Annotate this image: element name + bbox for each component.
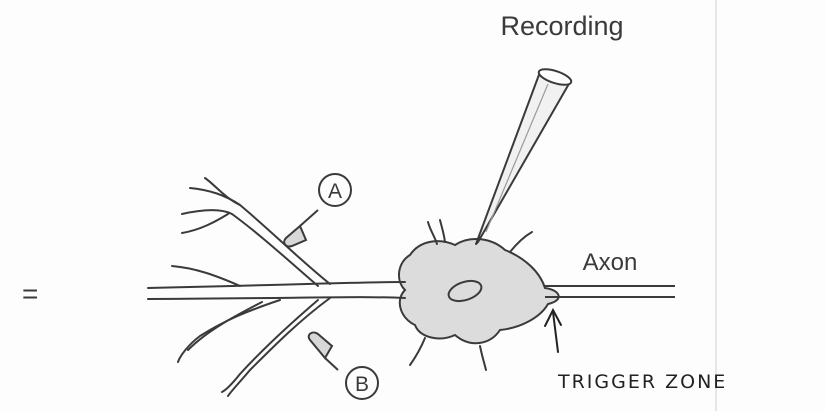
synapse-b-label: B bbox=[355, 373, 369, 396]
recording-electrode bbox=[476, 66, 573, 244]
equals-sign: = bbox=[22, 278, 38, 309]
trigger-zone-arrow bbox=[545, 310, 561, 352]
axon-label: Axon bbox=[583, 249, 638, 276]
recording-label: Recording bbox=[500, 11, 623, 41]
synapse-a-label: A bbox=[328, 180, 342, 203]
soma bbox=[399, 239, 559, 343]
synapse-b: B bbox=[309, 333, 378, 399]
trigger-zone-label: TRIGGER ZONE bbox=[557, 371, 727, 393]
synapse-a: A bbox=[284, 174, 351, 246]
